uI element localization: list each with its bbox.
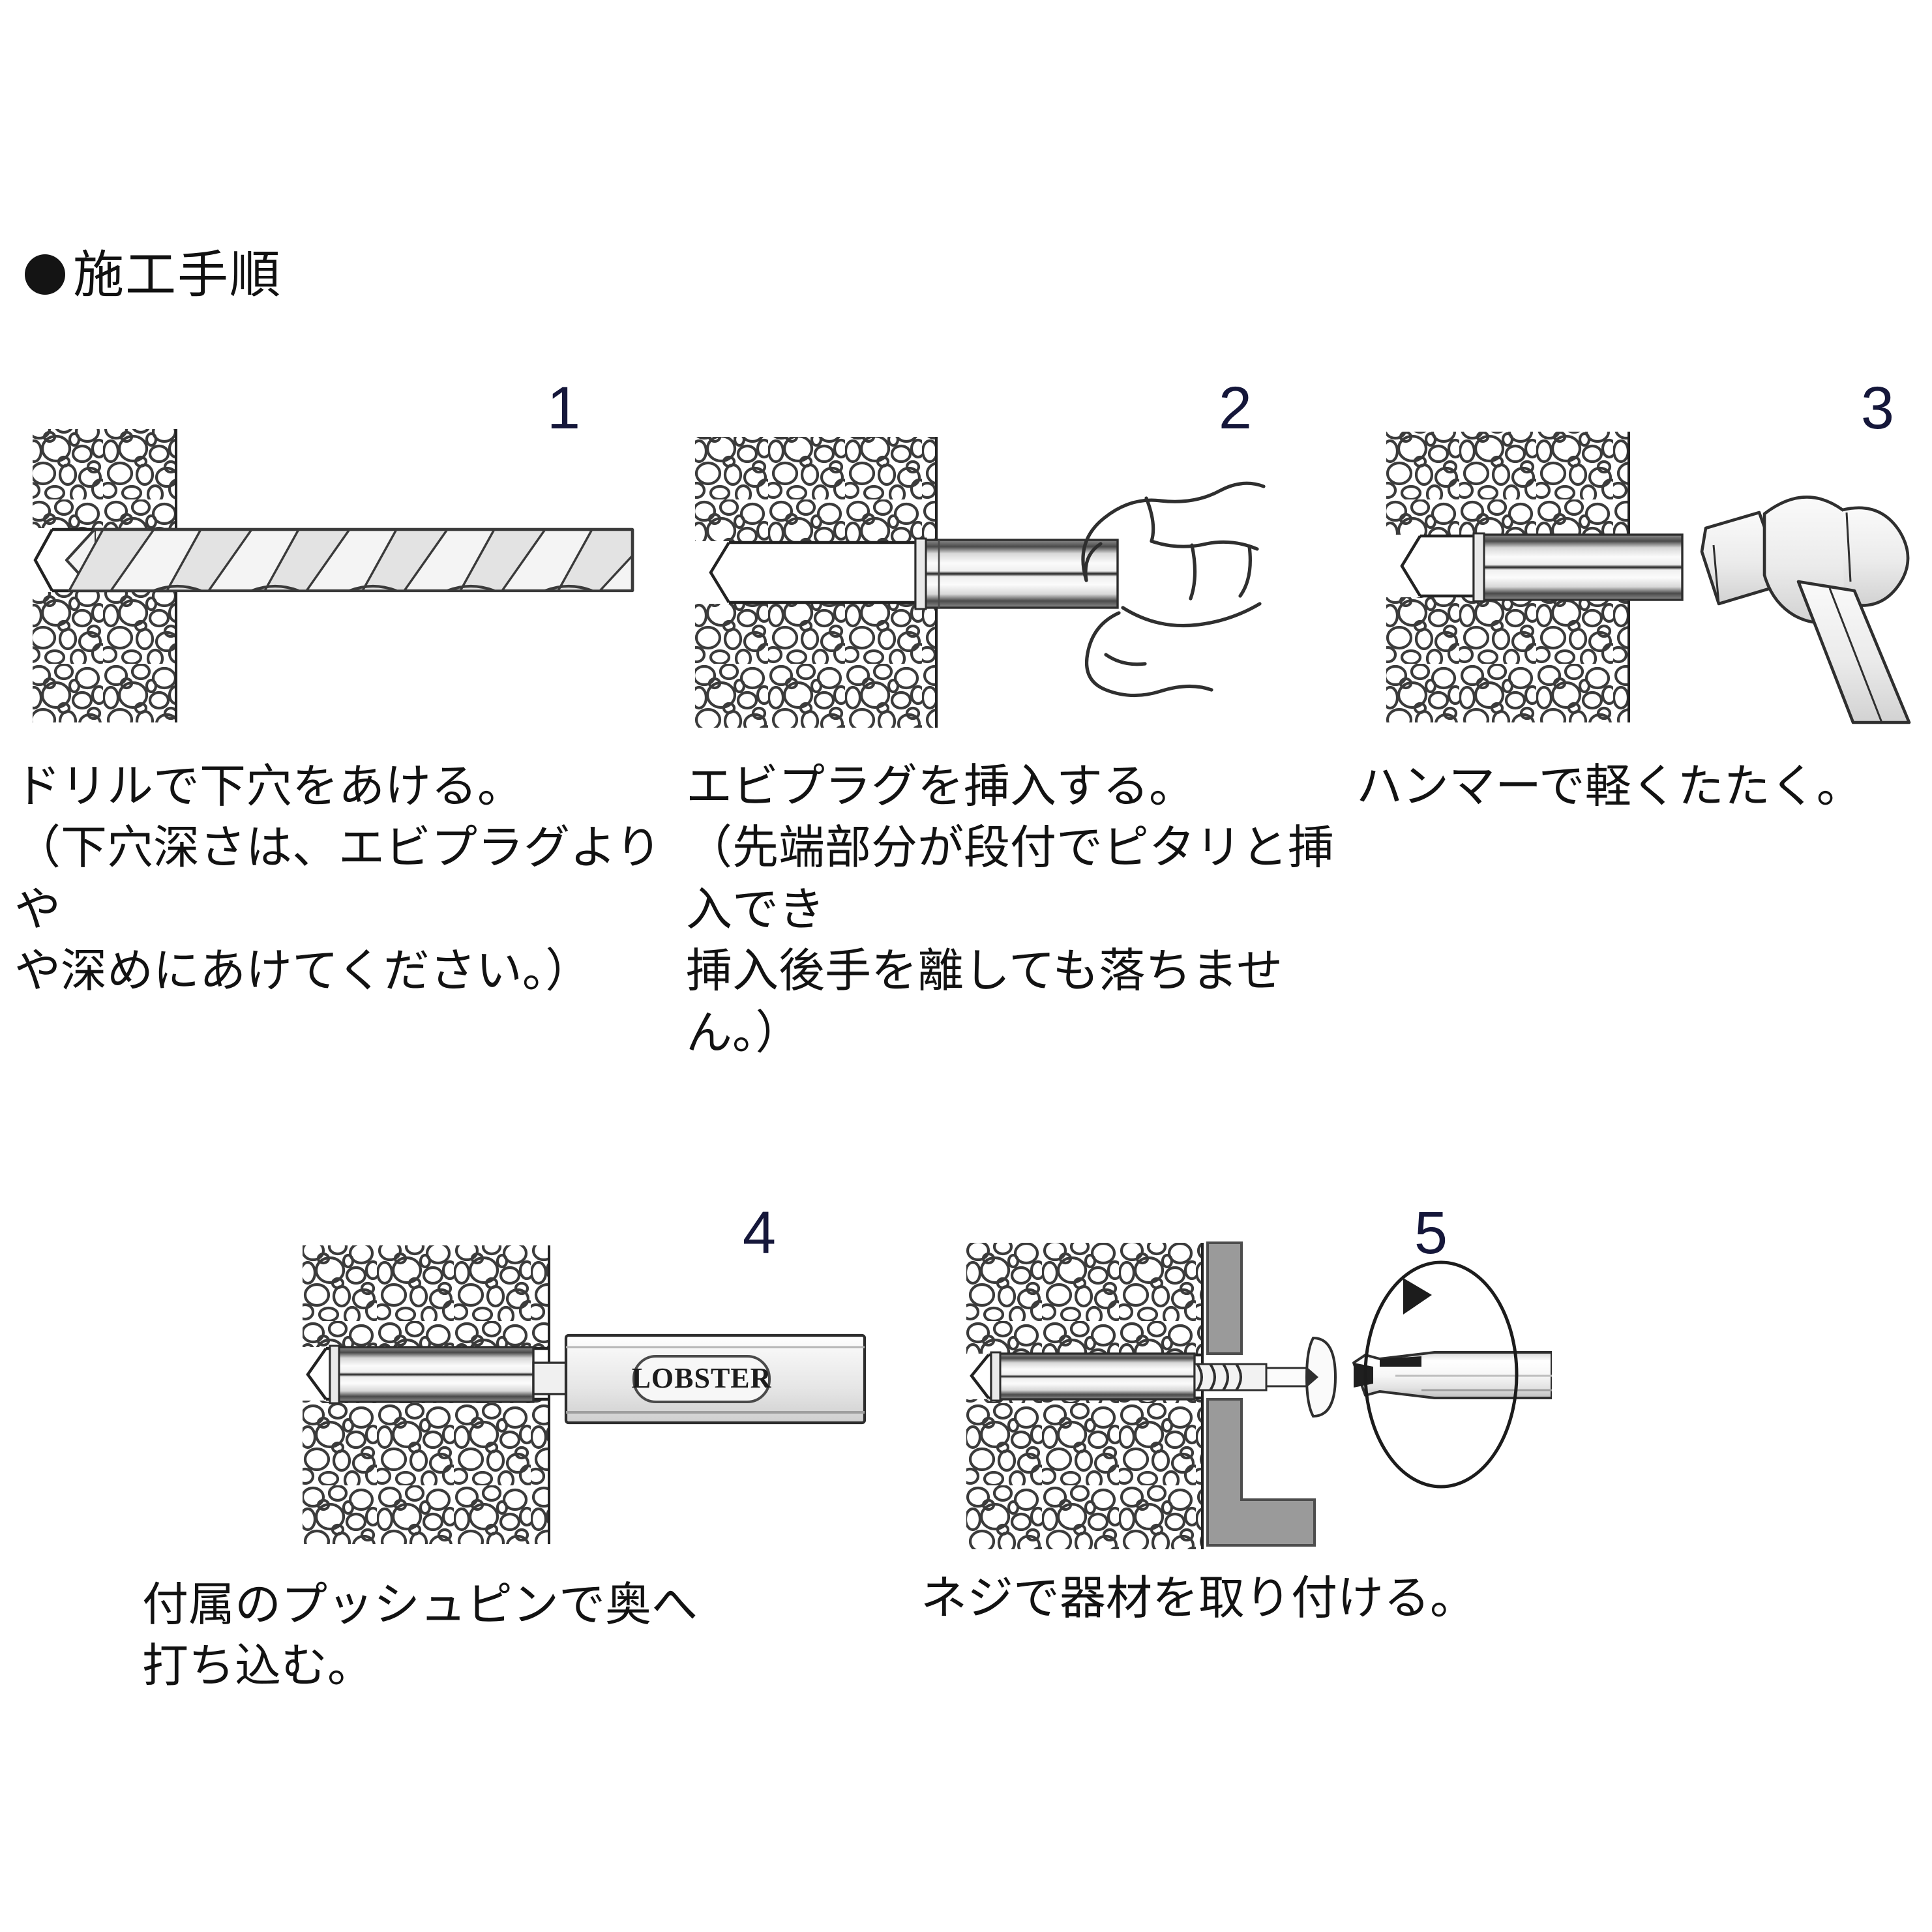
step-1-figure-drill [33,429,634,722]
lobster-badge-label: LOBSTER [632,1362,772,1394]
hammer [1700,496,1911,724]
bullet-dot-icon [25,254,65,295]
push-pin-tool: LOBSTER [532,1333,867,1425]
page-title: 施工手順 [25,249,282,300]
step-1-caption: ドリルで下穴をあける。 （下穴深さは、エビプラグよりや や深めにあけてください。… [14,761,662,998]
rotation-arrow-icon [1363,1260,1519,1489]
step-3-number: 3 [1860,375,1894,441]
drill-bit [65,528,634,593]
concrete-block [1386,432,1630,722]
screwdriver [1352,1351,1552,1399]
step-5-figure-screw-fixture [966,1241,1552,1549]
equipment-bracket [1206,1241,1316,1547]
lobster-badge [632,1355,771,1403]
step-4-figure-push-pin: LOBSTER [303,1245,867,1544]
ebi-plug-seated [329,1345,535,1404]
step-5-number: 5 [1414,1200,1448,1266]
concrete-block [695,437,938,728]
ebi-plug [1472,532,1684,602]
step-4-number: 4 [742,1200,776,1266]
ebi-plug-seated [990,1351,1196,1402]
step-3-caption: ハンマーで軽くたたく。 [1356,761,1863,812]
page-title-text: 施工手順 [73,246,282,303]
step-4-caption: 付属のプッシュピンで奥へ 打ち込む。 [142,1579,698,1693]
hand-illustration [1081,481,1266,698]
step-1-number: 1 [546,375,580,441]
step-3-figure-hammer [1386,432,1911,724]
concrete-block [966,1243,1204,1549]
step-2-figure-plug-insert [695,437,1266,728]
step-2-caption: エビプラグを挿入する。 （先端部分が段付でピタリと挿入でき 挿入後手を離しても落… [686,761,1335,1059]
step-5-caption: ネジで器材を取り付ける。 [921,1573,1477,1624]
step-2-number: 2 [1218,375,1252,441]
screw [1193,1336,1337,1418]
